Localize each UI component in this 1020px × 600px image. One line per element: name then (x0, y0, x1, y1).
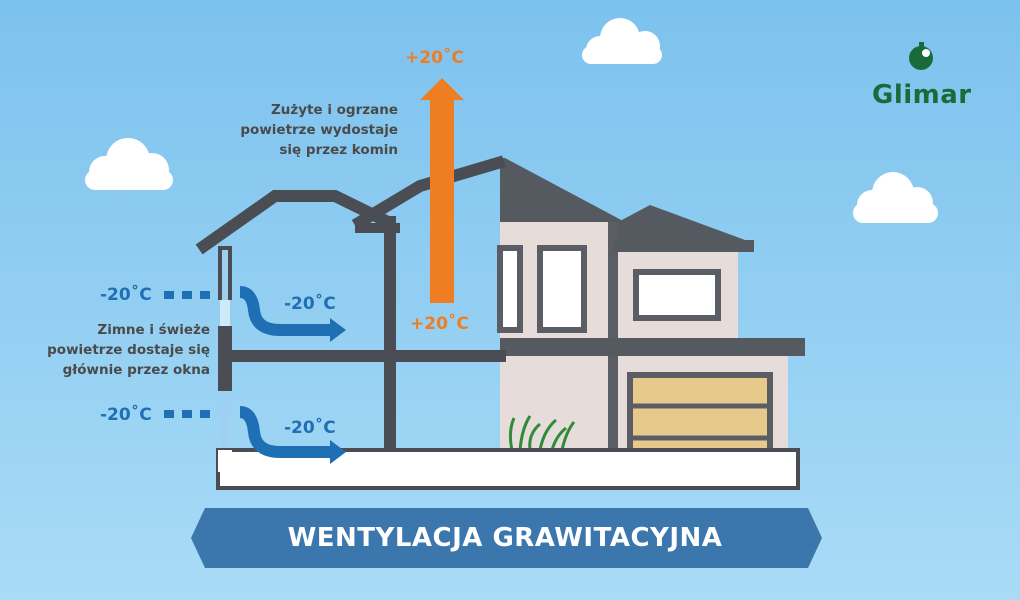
upper-outside-temp: -20˚C (100, 285, 152, 305)
intake-description-line: Zimne i świeże (97, 322, 210, 338)
lower-inside-temp: -20˚C (284, 418, 336, 438)
house-outline (195, 155, 506, 478)
chimney-top-temp: +20˚C (405, 48, 464, 68)
chimney-description-line: Zużyte i ogrzane (270, 102, 398, 118)
intake-description: Zimne i świeże powietrze dostaje się głó… (20, 320, 210, 380)
upper-inside-temp: -20˚C (284, 294, 336, 314)
cold-air-arrow-upper (164, 286, 346, 342)
cloud-left (85, 138, 173, 190)
house-facade (497, 158, 805, 475)
plant-icon (508, 415, 576, 451)
lower-outside-temp: -20˚C (100, 405, 152, 425)
brand-name: Glimar (872, 80, 972, 110)
chimney-bottom-temp: +20˚C (410, 314, 469, 334)
chimney-description-line: powietrze wydostaje (240, 122, 398, 138)
title-banner (191, 508, 822, 568)
hot-air-arrow (420, 78, 464, 303)
chimney-description: Zużyte i ogrzane powietrze wydostaje się… (228, 100, 398, 160)
glimar-logo-icon (909, 42, 933, 70)
chimney-description-line: się przez komin (279, 142, 398, 158)
banner-title: WENTYLACJA GRAWITACYJNA (287, 523, 723, 553)
cloud-top-right (582, 18, 662, 64)
intake-description-line: powietrze dostaje się (47, 342, 210, 358)
cold-air-arrow-lower (164, 406, 346, 464)
cloud-right (853, 172, 938, 223)
intake-description-line: głównie przez okna (62, 362, 210, 378)
